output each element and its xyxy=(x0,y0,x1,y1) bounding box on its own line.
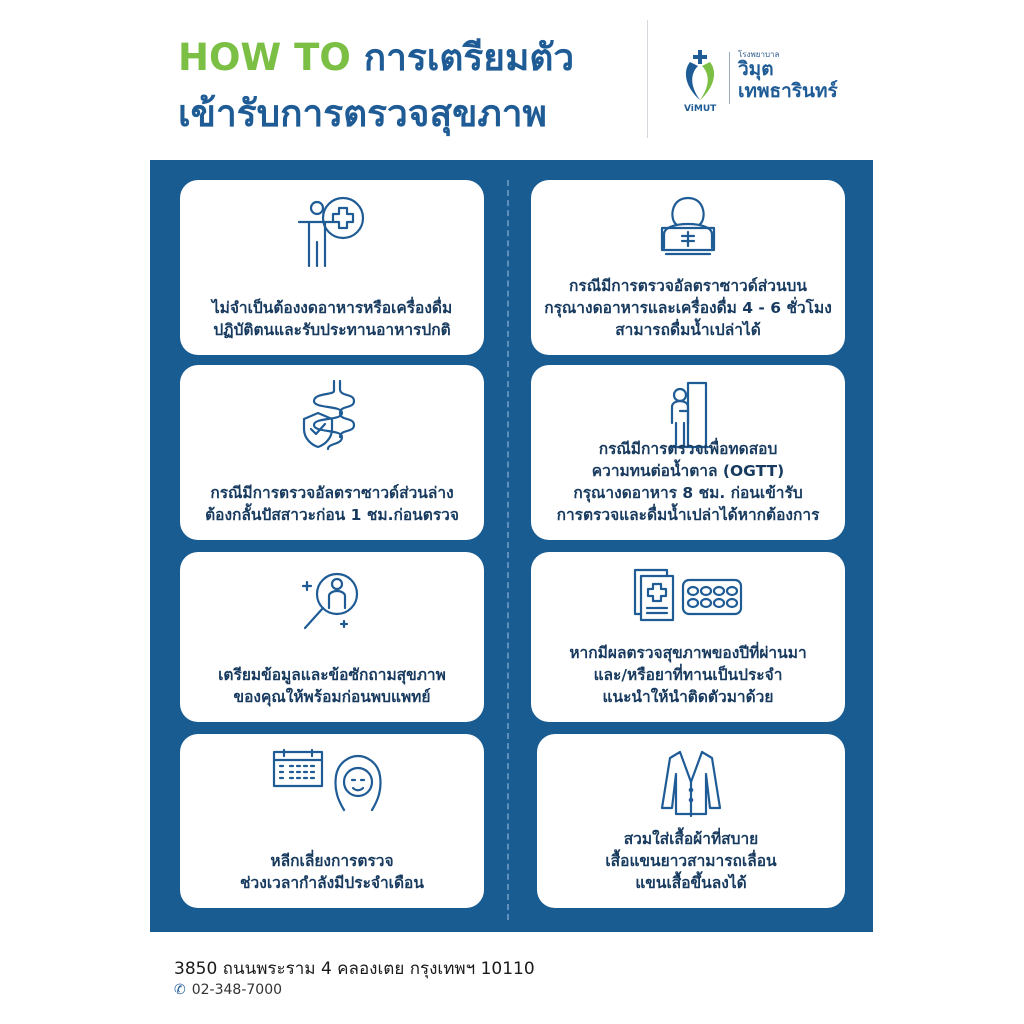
tip-line: กรณีมีการตรวจอัลตราซาวด์ส่วนล่าง xyxy=(210,484,454,502)
tip-text: กรณีมีการตรวจอัลตราซาวด์ส่วนล่างต้องกลั้… xyxy=(180,482,484,526)
logo-small-text: โรงพยาบาล xyxy=(738,50,780,59)
logo-mark-icon xyxy=(685,50,715,100)
tip-text: ไม่จำเป็นต้องงดอาหารหรือเครื่องดื่มปฏิบั… xyxy=(180,297,484,341)
logo-name: วิมุตเทพธารินทร์ xyxy=(738,58,838,102)
tip-text: กรณีมีการตรวจเพื่อทดสอบความทนต่อน้ำตาล (… xyxy=(531,438,845,526)
tip-line: กรณีมีการตรวจอัลตราซาวด์ส่วนบน xyxy=(569,277,807,295)
tip-line: ต้องกลั้นปัสสาวะก่อน 1 ชม.ก่อนตรวจ xyxy=(205,506,459,524)
tip-line: หลีกเลี่ยงการตรวจ xyxy=(270,852,394,870)
tip-line: สามารถดื่มน้ำเปล่าได้ xyxy=(615,321,761,339)
tip-line: ไม่จำเป็นต้องงดอาหารหรือเครื่องดื่ม xyxy=(211,299,453,317)
logo-separator xyxy=(729,52,730,104)
header-divider xyxy=(647,20,648,138)
tip-text: กรณีมีการตรวจอัลตราซาวด์ส่วนบนกรุณางดอาห… xyxy=(531,275,845,341)
tip-line: ช่วงเวลากำลังมีประจำเดือน xyxy=(240,874,424,892)
address: 3850 ถนนพระราม 4 คลองเตย กรุงเทพฯ 10110 xyxy=(174,959,535,979)
tip-text: สวมใส่เสื้อผ้าที่สบายเสื้อแขนยาวสามารถเล… xyxy=(537,828,845,894)
tip-line: แนะนำให้นำติดตัวมาด้วย xyxy=(602,688,774,706)
tip-line: หากมีผลตรวจสุขภาพของปีที่ผ่านมา xyxy=(569,644,807,662)
tip-line: การตรวจและดื่มน้ำเปล่าได้หากต้องการ xyxy=(556,506,820,524)
phone: ✆ 02-348-7000 xyxy=(174,982,282,998)
logo-brand: ViMUT xyxy=(684,104,717,114)
logo-name-1: วิมุต xyxy=(738,58,774,80)
tip-text: เตรียมข้อมูลและข้อซักถามสุขภาพของคุณให้พ… xyxy=(180,664,484,708)
tip-card: สวมใส่เสื้อผ้าที่สบายเสื้อแขนยาวสามารถเล… xyxy=(537,734,845,908)
tip-card: กรณีมีการตรวจอัลตราซาวด์ส่วนล่างต้องกลั้… xyxy=(180,365,484,540)
tip-card: กรณีมีการตรวจเพื่อทดสอบความทนต่อน้ำตาล (… xyxy=(531,365,845,540)
tip-card: หลีกเลี่ยงการตรวจช่วงเวลากำลังมีประจำเดื… xyxy=(180,734,484,908)
tip-line: กรุณางดอาหาร 8 ชม. ก่อนเข้ารับ xyxy=(573,484,803,502)
tip-card: ไม่จำเป็นต้องงดอาหารหรือเครื่องดื่มปฏิบั… xyxy=(180,180,484,355)
tip-text: หลีกเลี่ยงการตรวจช่วงเวลากำลังมีประจำเดื… xyxy=(180,850,484,894)
tip-text: หากมีผลตรวจสุขภาพของปีที่ผ่านมาและ/หรือย… xyxy=(531,642,845,708)
tip-line: สวมใส่เสื้อผ้าที่สบาย xyxy=(623,830,759,848)
tip-line: เตรียมข้อมูลและข้อซักถามสุขภาพ xyxy=(218,666,446,684)
phone-number: 02-348-7000 xyxy=(191,982,283,998)
title-line2: เข้ารับการตรวจสุขภาพ xyxy=(178,92,547,135)
phone-icon: ✆ xyxy=(174,982,186,998)
logo-name-2: เทพธารินทร์ xyxy=(738,80,838,102)
title-highlight: HOW TO xyxy=(178,36,351,79)
tip-line: กรณีมีการตรวจเพื่อทดสอบ xyxy=(598,440,778,458)
page-title: HOW TO การเตรียมตัว เข้ารับการตรวจสุขภาพ xyxy=(178,30,574,142)
tip-line: เสื้อแขนยาวสามารถเลื่อน xyxy=(605,852,777,870)
center-dashed-divider xyxy=(507,180,509,920)
title-rest: การเตรียมตัว xyxy=(363,36,575,79)
tip-card: เตรียมข้อมูลและข้อซักถามสุขภาพของคุณให้พ… xyxy=(180,552,484,722)
tip-card: หากมีผลตรวจสุขภาพของปีที่ผ่านมาและ/หรือย… xyxy=(531,552,845,722)
tip-card: กรณีมีการตรวจอัลตราซาวด์ส่วนบนกรุณางดอาห… xyxy=(531,180,845,355)
tip-line: ปฏิบัติตนและรับประทานอาหารปกติ xyxy=(213,321,451,339)
hospital-logo: ViMUT โรงพยาบาล วิมุตเทพธารินทร์ xyxy=(680,48,880,128)
tip-line: กรุณางดอาหารและเครื่องดื่ม 4 - 6 ชั่วโมง xyxy=(544,299,832,317)
tip-line: ความทนต่อน้ำตาล (OGTT) xyxy=(591,462,785,480)
tip-line: และ/หรือยาที่ทานเป็นประจำ xyxy=(593,666,783,684)
tip-line: แขนเสื้อขึ้นลงได้ xyxy=(635,874,747,892)
tip-line: ของคุณให้พร้อมก่อนพบแพทย์ xyxy=(233,688,431,706)
